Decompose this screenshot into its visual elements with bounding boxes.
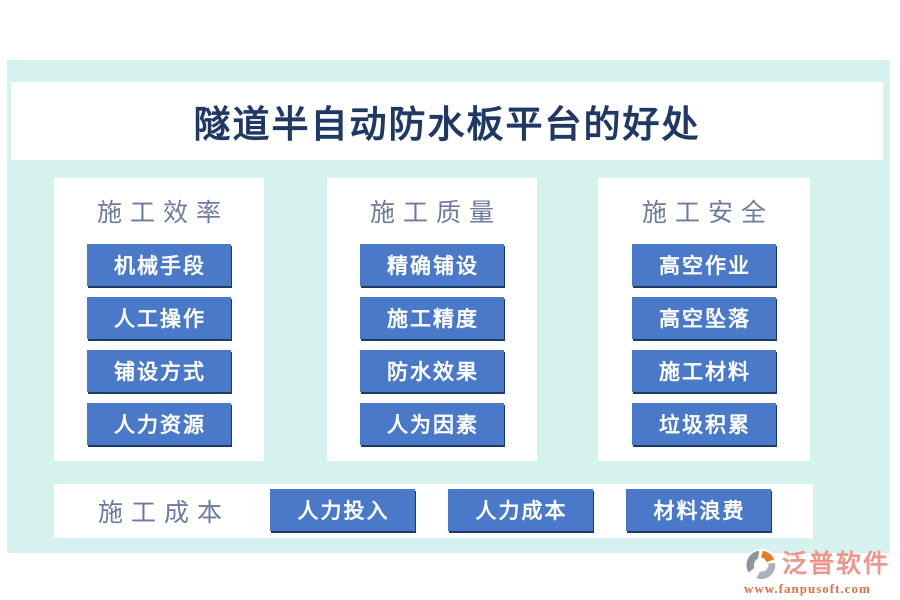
feature-button-pushefangshi[interactable]: 铺设方式 [87,350,231,392]
cost-button-renlitouru[interactable]: 人力投入 [270,489,415,531]
fanpu-logo: 泛普软件 www.fanpusoft.com [744,548,890,596]
fanpu-logo-icon [744,548,778,582]
feature-button-renweiyinsu[interactable]: 人为因素 [360,403,504,445]
feature-button-lajijilei[interactable]: 垃圾积累 [632,403,776,445]
column-header-safety: 施工安全 [641,200,774,227]
title-bar: 隧道半自动防水板平台的好处 [11,82,883,160]
bottom-bar-cost: 施工成本 人力投入 人力成本 材料浪费 [54,484,813,538]
feature-button-jingquepushe[interactable]: 精确铺设 [360,244,504,286]
column-card-quality: 施工质量 精确铺设 施工精度 防水效果 人为因素 [327,178,537,461]
fanpu-logo-brand-text: 泛普软件 [781,550,890,578]
bottom-header-cost: 施工成本 [98,500,231,527]
feature-button-gaokongzuoye[interactable]: 高空作业 [632,244,776,286]
fanpu-logo-website-text: www.fanpusoft.com [743,580,871,596]
feature-button-gaokongzhuiluo[interactable]: 高空坠落 [632,297,776,339]
page-title: 隧道半自动防水板平台的好处 [193,105,701,146]
feature-button-jixieshouduan[interactable]: 机械手段 [87,244,231,286]
column-header-quality: 施工质量 [369,200,502,227]
feature-button-rengongcaozuo[interactable]: 人工操作 [87,297,231,339]
cost-button-renlichengben[interactable]: 人力成本 [448,489,593,531]
column-header-efficiency: 施工效率 [96,200,229,227]
feature-button-shigongcailiao[interactable]: 施工材料 [632,350,776,392]
feature-button-fangshuixiaoguo[interactable]: 防水效果 [360,350,504,392]
column-card-efficiency: 施工效率 机械手段 人工操作 铺设方式 人力资源 [54,178,264,461]
feature-button-shigongjingdu[interactable]: 施工精度 [360,297,504,339]
feature-button-renliziyuan[interactable]: 人力资源 [87,403,231,445]
column-card-safety: 施工安全 高空作业 高空坠落 施工材料 垃圾积累 [598,178,810,461]
cost-button-cailiaolangfei[interactable]: 材料浪费 [626,489,771,531]
